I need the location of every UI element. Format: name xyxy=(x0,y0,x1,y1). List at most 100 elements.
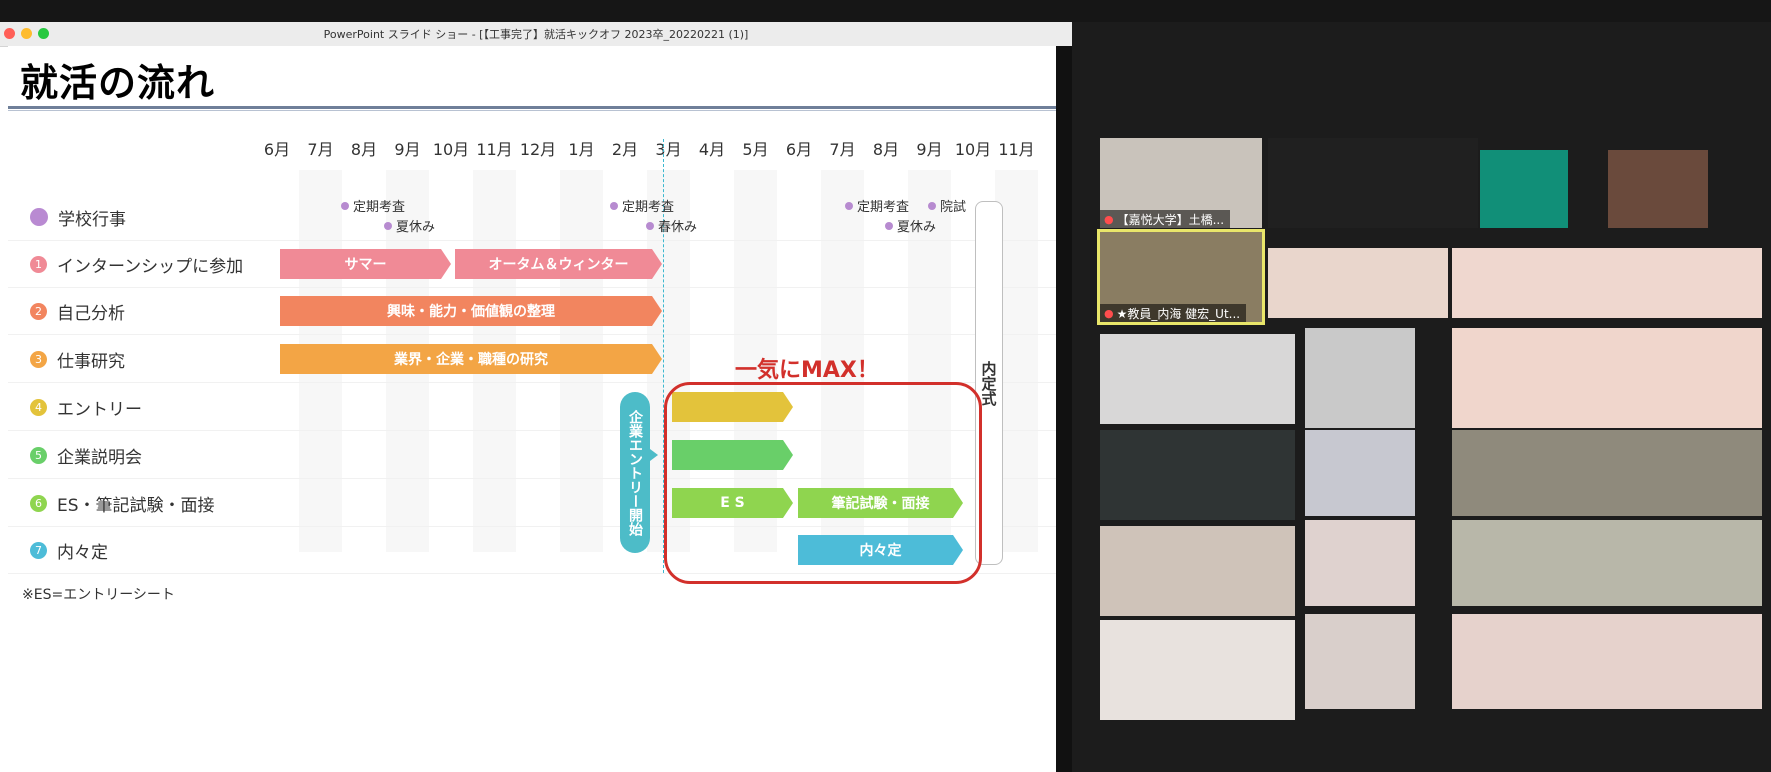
participant-video-tile[interactable] xyxy=(1608,150,1708,228)
event-dot-icon xyxy=(928,201,936,210)
row-label-text: 自己分析 xyxy=(57,303,125,324)
phase-bar: 筆記試験・面接 xyxy=(798,488,963,518)
phase-bar: E S xyxy=(672,488,793,518)
muted-mic-icon: ● xyxy=(1104,212,1114,226)
entry-start-arrow xyxy=(650,449,658,461)
highlight-box xyxy=(664,382,982,584)
month-label: 9月 xyxy=(394,140,421,159)
window-title-bar: PowerPoint スライド ショー - [【工事完了】就活キックオフ 202… xyxy=(0,22,1072,47)
participant-video-tile[interactable] xyxy=(1452,614,1762,709)
participant-video-tile[interactable]: ●【嘉悦大学】土橋... xyxy=(1100,138,1262,228)
event-dot-icon xyxy=(610,201,618,210)
month-label: 6月 xyxy=(785,140,813,159)
entry-start-marker: 企業エントリー開始 xyxy=(620,392,650,553)
screen-top-bar xyxy=(0,0,1771,22)
title-rule-thin xyxy=(8,110,1056,111)
month-label: 7月 xyxy=(829,140,856,159)
participant-video-tile[interactable] xyxy=(1305,520,1415,606)
row-label-text: インターンシップに参加 xyxy=(57,256,244,277)
row-divider xyxy=(8,526,1056,527)
window-edge xyxy=(1056,46,1072,772)
row-label-text: エントリー xyxy=(57,399,142,420)
school-event: 夏休み xyxy=(885,216,936,235)
event-label: 院試 xyxy=(940,200,967,215)
month-label: 5月 xyxy=(742,140,769,159)
phase-bar xyxy=(672,440,793,470)
participant-video-tile[interactable] xyxy=(1268,138,1478,228)
month-label: 6月 xyxy=(263,140,291,159)
event-dot-icon xyxy=(845,201,853,210)
participant-video-tile[interactable]: ●★教員_内海 健宏_Ut... xyxy=(1097,229,1265,325)
school-event: 定期考査 xyxy=(610,196,674,215)
participant-video-tile[interactable] xyxy=(1100,526,1295,616)
participant-video-tile[interactable] xyxy=(1100,334,1295,424)
school-event: 院試 xyxy=(928,196,966,215)
step-number-badge: 2 xyxy=(30,302,47,320)
event-dot-icon xyxy=(646,221,654,230)
participant-video-tile[interactable] xyxy=(1480,150,1568,228)
row-label: 4 エントリー xyxy=(30,395,142,420)
participant-video-tile[interactable] xyxy=(1305,430,1415,516)
slide[interactable]: 就活の流れ 6月 7月 8月 9月 10月 11月 12月 1月 2月 3月 4月 5月 6月 7月 8月 9… xyxy=(8,46,1056,772)
month-label: 10月 xyxy=(432,140,470,159)
minimize-window-button[interactable] xyxy=(21,28,32,39)
event-dot-icon xyxy=(341,201,349,210)
participant-gallery: ●【嘉悦大学】土橋...●★教員_内海 健宏_Ut... xyxy=(1097,138,1765,738)
row-label-text: ES・筆記試験・面接 xyxy=(57,495,215,516)
row-label: 3 仕事研究 xyxy=(30,347,125,372)
participant-video-tile[interactable] xyxy=(1305,614,1415,709)
row-divider xyxy=(8,382,1056,383)
participant-video-tile[interactable] xyxy=(1452,328,1762,428)
slide-title: 就活の流れ xyxy=(20,61,216,105)
row-divider xyxy=(8,478,1056,479)
month-label: 10月 xyxy=(954,140,992,159)
row-label: 学校行事 xyxy=(30,205,126,230)
month-label: 4月 xyxy=(698,140,726,159)
month-label: 8月 xyxy=(872,140,900,159)
participant-video-tile[interactable] xyxy=(1452,520,1762,606)
month-label: 3月 xyxy=(655,140,682,159)
step-number-badge: 3 xyxy=(30,350,47,368)
month-label: 9月 xyxy=(916,140,943,159)
month-label: 7月 xyxy=(307,140,334,159)
step-number-badge: 6 xyxy=(30,494,47,512)
footnote: ※ES=エントリーシート xyxy=(22,587,175,603)
event-dot-icon xyxy=(384,221,392,230)
month-label: 2月 xyxy=(611,140,639,159)
month-label: 11月 xyxy=(476,140,513,159)
zoom-window-button[interactable] xyxy=(38,28,49,39)
title-rule xyxy=(8,106,1056,109)
row-divider xyxy=(8,287,1056,288)
row-label-text: 学校行事 xyxy=(58,209,126,230)
window-title: PowerPoint スライド ショー - [【工事完了】就活キックオフ 202… xyxy=(323,28,749,41)
phase-bar: サマー xyxy=(280,249,451,279)
entry-start-line xyxy=(663,139,664,573)
school-event: 夏休み xyxy=(384,216,435,235)
participant-video-tile[interactable] xyxy=(1100,620,1295,720)
highlight-text: 一気にMAX！ xyxy=(735,358,879,383)
row-label: 6 ES・筆記試験・面接 xyxy=(30,491,215,516)
close-window-button[interactable] xyxy=(4,28,15,39)
phase-bar: 業界・企業・職種の研究 xyxy=(280,344,662,374)
step-number-badge: 7 xyxy=(30,541,47,559)
school-event: 定期考査 xyxy=(845,196,909,215)
row-divider xyxy=(8,430,1056,431)
participant-video-tile[interactable] xyxy=(1305,328,1415,428)
participant-video-tile[interactable] xyxy=(1100,430,1295,520)
muted-mic-icon: ● xyxy=(1104,306,1114,320)
participant-name: ●【嘉悦大学】土橋... xyxy=(1100,210,1231,228)
step-number-badge: 4 xyxy=(30,398,47,416)
event-label: 春休み xyxy=(658,220,698,235)
event-label: 夏休み xyxy=(897,220,937,235)
month-label: 8月 xyxy=(350,140,378,159)
participant-video-tile[interactable] xyxy=(1268,248,1448,318)
row-label-text: 仕事研究 xyxy=(57,351,125,372)
row-label-text: 内々定 xyxy=(57,542,108,563)
participant-video-tile[interactable] xyxy=(1452,430,1762,516)
month-label: 1月 xyxy=(568,140,595,159)
participant-video-tile[interactable] xyxy=(1452,248,1762,318)
school-event-dot-icon xyxy=(30,208,48,226)
row-divider xyxy=(8,334,1056,335)
month-label: 12月 xyxy=(519,140,557,159)
